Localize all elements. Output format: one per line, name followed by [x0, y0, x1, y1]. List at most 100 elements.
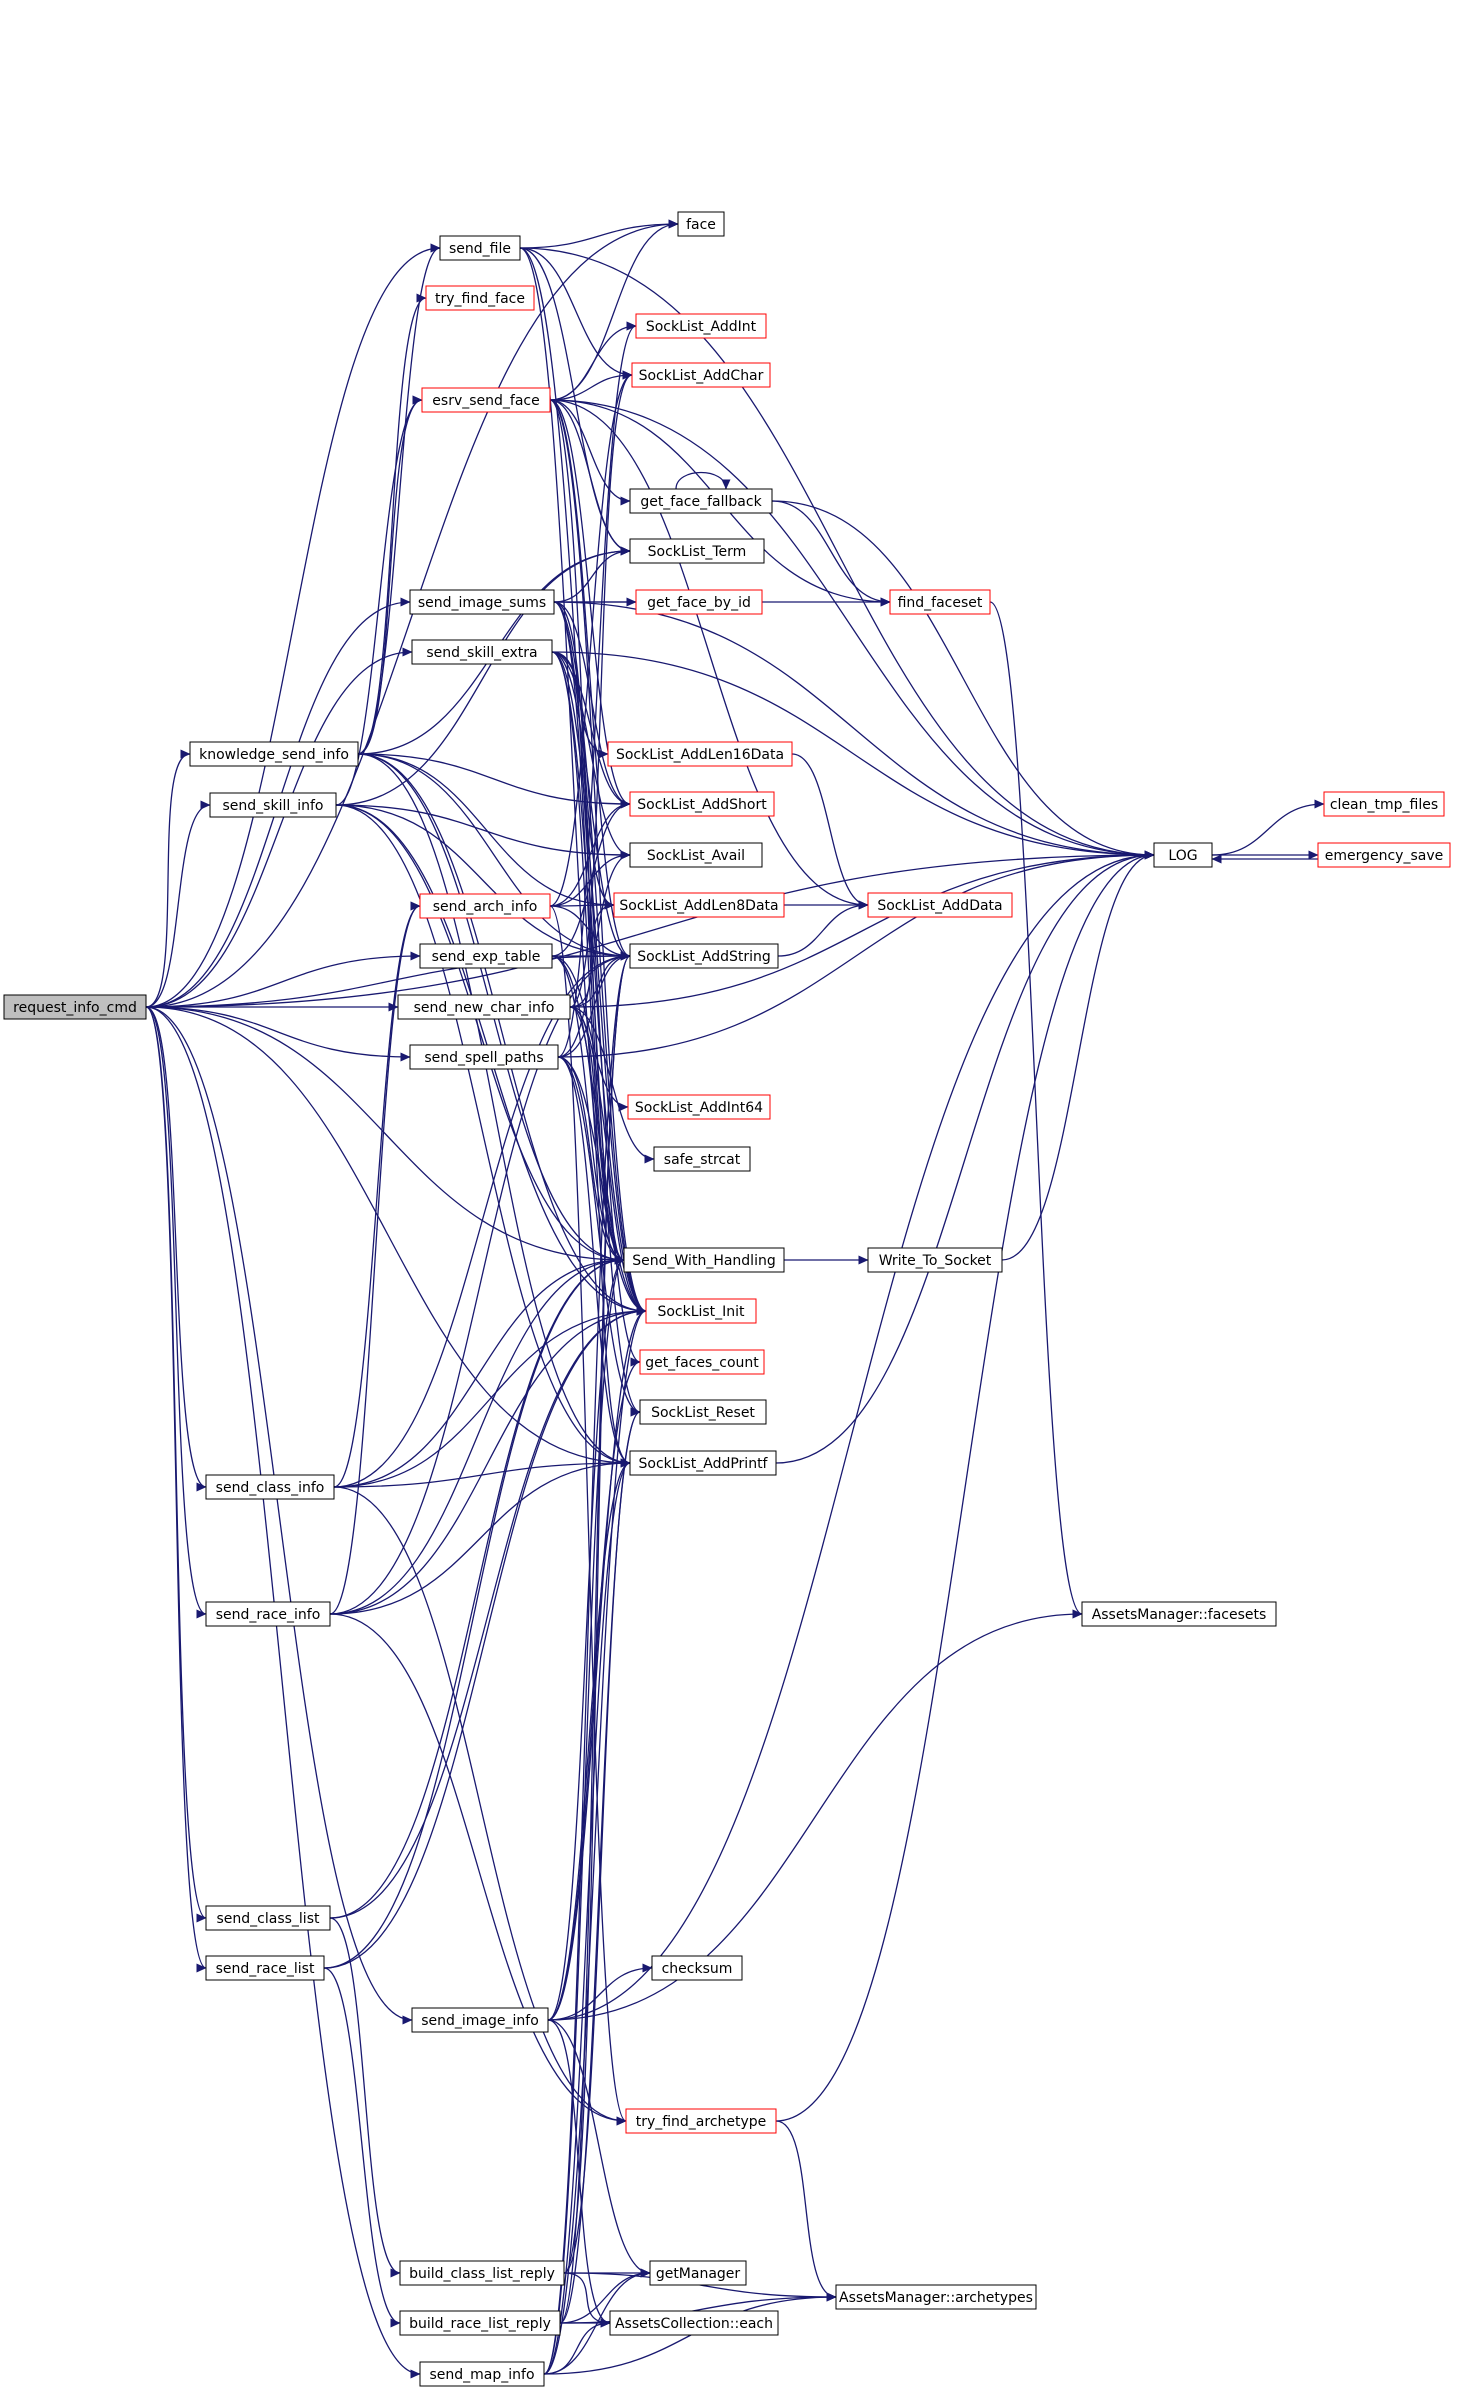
- node-box: [629, 1450, 777, 1476]
- node-clean-tmp-files[interactable]: clean_tmp_files: [1323, 791, 1445, 817]
- node-get-faces-count[interactable]: get_faces_count: [639, 1349, 765, 1375]
- node-emergency-save[interactable]: emergency_save: [1317, 842, 1451, 868]
- edge-send-arch-info-to-socklist-addshort: [549, 799, 631, 907]
- node-checksum[interactable]: checksum: [651, 1955, 743, 1981]
- node-label: esrv_send_face: [432, 393, 539, 409]
- node-send-class-info[interactable]: send_class_info: [205, 1474, 335, 1500]
- edge-esrv-send-face-to-socklist-addint: [549, 321, 637, 401]
- node-send-skill-extra[interactable]: send_skill_extra: [411, 639, 553, 665]
- edge-build-race-list-reply-to-socklist-addstring: [559, 951, 631, 2324]
- node-send-new-char-info[interactable]: send_new_char_info: [397, 994, 571, 1020]
- node-socklist-init[interactable]: SockList_Init: [645, 1298, 757, 1324]
- edge-get-face-fallback-to-get-face-fallback: [675, 471, 731, 490]
- node-socklist-addprintf[interactable]: SockList_AddPrintf: [629, 1450, 777, 1476]
- node-send-class-list[interactable]: send_class_list: [205, 1905, 331, 1931]
- node-box: [625, 2108, 777, 2134]
- node-box: [867, 892, 1013, 918]
- node-send-race-list[interactable]: send_race_list: [205, 1955, 325, 1981]
- node-socklist-addlen16data[interactable]: SockList_AddLen16Data: [607, 741, 793, 767]
- edge-send-new-char-info-to-socklist-addchar: [569, 370, 633, 1008]
- node-box: [639, 1349, 765, 1375]
- edge-build-race-list-reply-to-socklist-reset: [559, 1407, 641, 2324]
- edge-send-image-sums-to-socklist-addshort: [553, 601, 631, 809]
- edge-esrv-send-face-to-socklist-term: [549, 399, 631, 556]
- edge-request-info-cmd-to-send-image-info: [145, 1006, 413, 2025]
- node-box: [629, 791, 775, 817]
- node-box: [631, 362, 771, 388]
- node-label: clean_tmp_files: [1330, 797, 1438, 813]
- edge-request-info-cmd-to-send-skill-info: [145, 800, 211, 1008]
- node-label: knowledge_send_info: [199, 747, 349, 763]
- node-get-face-fallback[interactable]: get_face_fallback: [629, 488, 773, 514]
- node-box: [189, 741, 359, 767]
- node-label: LOG: [1168, 848, 1197, 864]
- node-getmanager[interactable]: getManager: [649, 2260, 747, 2286]
- node-socklist-addstring[interactable]: SockList_AddString: [629, 943, 779, 969]
- node-label: SockList_AddChar: [639, 368, 764, 384]
- node-safe-strcat[interactable]: safe_strcat: [653, 1146, 751, 1172]
- node-try-find-face[interactable]: try_find_face: [425, 285, 535, 311]
- node-socklist-avail[interactable]: SockList_Avail: [629, 842, 763, 868]
- edge-send-arch-info-to-try-find-archetype: [549, 905, 627, 2126]
- node-send-race-info[interactable]: send_race_info: [205, 1601, 331, 1627]
- edge-send-image-info-to-socklist-init: [547, 1306, 647, 2021]
- edge-send-race-info-to-try-find-archetype: [329, 1613, 627, 2126]
- edge-send-skill-info-to-send-with-handling: [335, 804, 625, 1265]
- node-send-arch-info[interactable]: send_arch_info: [419, 893, 551, 919]
- node-build-race-list-reply[interactable]: build_race_list_reply: [399, 2310, 561, 2336]
- node-socklist-term[interactable]: SockList_Term: [629, 538, 765, 564]
- node-build-class-list-reply[interactable]: build_class_list_reply: [399, 2260, 565, 2286]
- edge-request-info-cmd-to-send-class-info: [145, 1006, 207, 1492]
- node-socklist-addchar[interactable]: SockList_AddChar: [631, 362, 771, 388]
- node-socklist-addint64[interactable]: SockList_AddInt64: [627, 1094, 771, 1120]
- node-socklist-addlen8data[interactable]: SockList_AddLen8Data: [613, 892, 785, 918]
- edge-request-info-cmd-to-socklist-addprintf: [145, 1006, 631, 1468]
- node-box: [1081, 1601, 1277, 1627]
- edge-request-info-cmd-to-send-spell-paths: [145, 1006, 411, 1062]
- node-send-spell-paths[interactable]: send_spell_paths: [409, 1044, 559, 1070]
- node-send-image-info[interactable]: send_image_info: [411, 2007, 549, 2033]
- edge-send-skill-info-to-socklist-term: [335, 546, 631, 806]
- node-box: [205, 1601, 331, 1627]
- node-write-to-socket[interactable]: Write_To_Socket: [867, 1247, 1003, 1273]
- edge-send-skill-info-to-socklist-avail: [335, 804, 631, 860]
- edge-esrv-send-face-to-socklist-addstring: [549, 399, 631, 961]
- node-box: [635, 313, 767, 339]
- edge-try-find-archetype-to-log: [775, 850, 1155, 2122]
- node-get-face-by-id[interactable]: get_face_by_id: [635, 589, 763, 615]
- edge-send-exp-table-to-socklist-addint64: [551, 955, 629, 1112]
- node-send-with-handling[interactable]: Send_With_Handling: [623, 1247, 785, 1273]
- node-knowledge-send-info[interactable]: knowledge_send_info: [189, 741, 359, 767]
- edge-write-to-socket-to-log: [1001, 850, 1155, 1261]
- node-assetsmanager-facesets[interactable]: AssetsManager::facesets: [1081, 1601, 1277, 1627]
- node-assetsmanager-archetypes[interactable]: AssetsManager::archetypes: [835, 2284, 1037, 2310]
- node-socklist-addint[interactable]: SockList_AddInt: [635, 313, 767, 339]
- node-assetscollection-each[interactable]: AssetsCollection::each: [609, 2310, 779, 2336]
- node-socklist-reset[interactable]: SockList_Reset: [639, 1399, 767, 1425]
- node-esrv-send-face[interactable]: esrv_send_face: [421, 387, 551, 413]
- edge-send-skill-extra-to-socklist-init: [551, 651, 647, 1316]
- node-label: send_race_list: [216, 1961, 315, 1977]
- node-send-map-info[interactable]: send_map_info: [419, 2361, 545, 2387]
- edge-esrv-send-face-to-socklist-adddata: [549, 399, 869, 910]
- node-find-faceset[interactable]: find_faceset: [889, 589, 991, 615]
- node-send-skill-info[interactable]: send_skill_info: [209, 792, 337, 818]
- node-log[interactable]: LOG: [1153, 842, 1213, 868]
- edge-send-map-info-to-socklist-init: [543, 1306, 647, 2375]
- node-send-file[interactable]: send_file: [439, 235, 521, 261]
- edge-send-skill-extra-to-socklist-avail: [551, 651, 631, 860]
- node-send-exp-table[interactable]: send_exp_table: [419, 943, 553, 969]
- node-label: safe_strcat: [664, 1152, 741, 1168]
- edge-request-info-cmd-to-send-skill-extra: [145, 647, 413, 1008]
- node-box: [889, 589, 991, 615]
- edge-send-file-to-log: [519, 247, 1155, 860]
- node-socklist-addshort[interactable]: SockList_AddShort: [629, 791, 775, 817]
- node-face[interactable]: face: [677, 211, 725, 237]
- edge-request-info-cmd-to-send-file: [145, 243, 441, 1008]
- edge-knowledge-send-info-to-esrv-send-face: [357, 395, 423, 755]
- node-try-find-archetype[interactable]: try_find_archetype: [625, 2108, 777, 2134]
- node-socklist-adddata[interactable]: SockList_AddData: [867, 892, 1013, 918]
- node-label: try_find_face: [435, 291, 525, 307]
- edge-request-info-cmd-to-send-exp-table: [145, 951, 421, 1008]
- node-send-image-sums[interactable]: send_image_sums: [409, 589, 555, 615]
